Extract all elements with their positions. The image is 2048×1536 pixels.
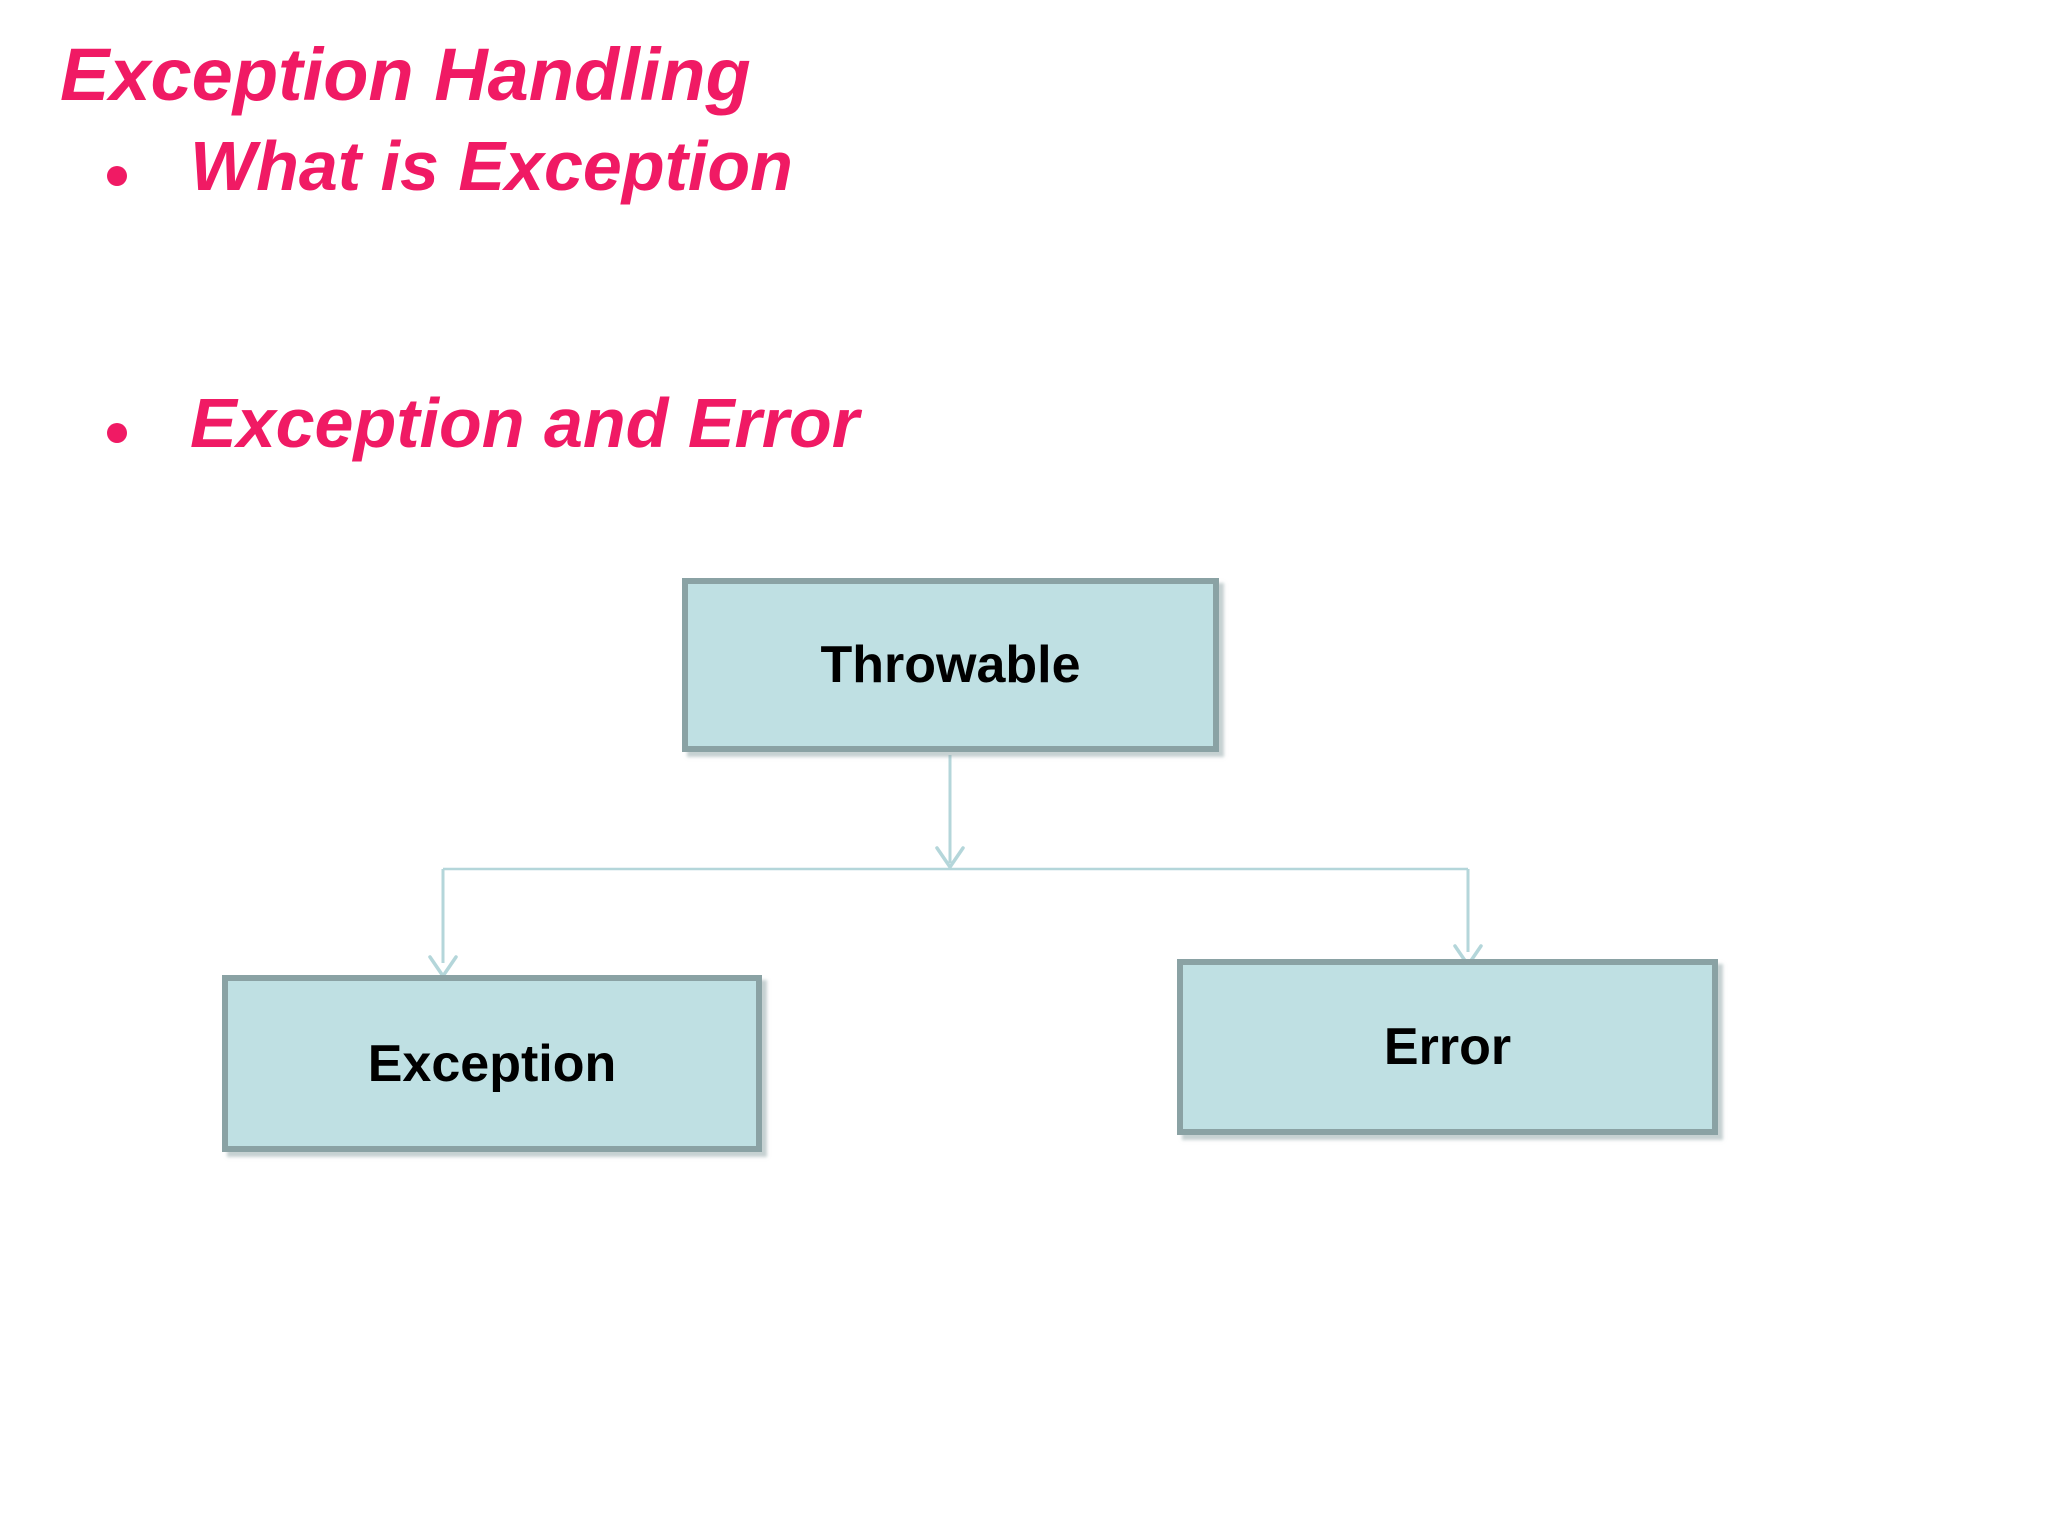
- node-error: Error: [1177, 959, 1718, 1135]
- bullet-dot: [107, 166, 127, 186]
- node-label: Throwable: [820, 636, 1081, 694]
- bullet-item-exception-and-error: Exception and Error: [190, 384, 860, 462]
- node-throwable: Throwable: [682, 578, 1219, 752]
- arrowhead-down-icon: [935, 846, 965, 869]
- node-exception: Exception: [222, 975, 762, 1152]
- bullet-item-what-is-exception: What is Exception: [190, 127, 793, 205]
- node-label: Error: [1383, 1018, 1512, 1076]
- node-label: Exception: [367, 1034, 617, 1093]
- page-title: Exception Handling: [60, 33, 751, 116]
- bullet-dot: [107, 423, 127, 443]
